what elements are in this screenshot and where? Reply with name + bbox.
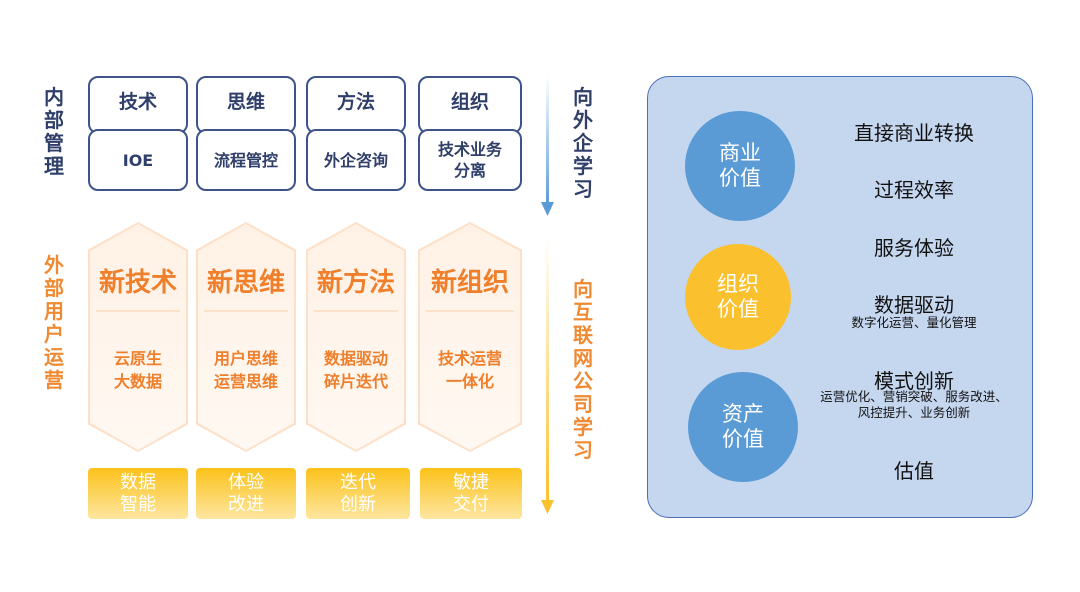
item-data-driven-sub: 数字化运营、量化管理 xyxy=(851,315,977,330)
item-direct-business-conversion: 直接商业转换 xyxy=(854,121,974,145)
circle-line1: 商业 xyxy=(719,141,761,165)
top-box-label: 技术 xyxy=(118,90,157,113)
bottom-box-label: IOE xyxy=(122,150,154,170)
value-panel: 商业价值 组织价值 资产价值 直接商业转换 过程效率 服务体验 数据驱动 数字化… xyxy=(647,76,1033,518)
hex-title: 新方法 xyxy=(316,268,395,298)
circle-organization-value: 组织价值 xyxy=(685,244,791,350)
top-box-tech: 技术 xyxy=(88,76,188,134)
learn-from-foreign-label: 向外企学习 xyxy=(573,85,593,201)
external-user-ops-label: 外部用户运营 xyxy=(44,253,64,392)
tile-line2: 创新 xyxy=(340,493,376,515)
top-box-method: 方法 xyxy=(306,76,406,134)
tile-line1: 数据 xyxy=(120,471,156,493)
learn-from-internet-label: 向互联网公司学习 xyxy=(573,277,593,462)
tile-line2: 交付 xyxy=(453,493,489,515)
tile-iterative-innovation: 迭代创新 xyxy=(306,468,410,519)
hex-sub-line1: 数据驱动 xyxy=(323,349,388,368)
hex-title: 新组织 xyxy=(430,268,509,298)
tile-agile-delivery: 敏捷交付 xyxy=(420,468,522,519)
hex-sub-line2: 大数据 xyxy=(113,372,162,391)
bottom-box-process-control: 流程管控 xyxy=(196,129,296,191)
tile-line2: 改进 xyxy=(228,493,264,515)
bottom-box-label-line2: 分离 xyxy=(453,161,486,180)
hex-sub-line1: 云原生 xyxy=(113,349,162,368)
bottom-box-label-line1: 技术业务 xyxy=(437,140,502,159)
bottom-box-tech-business-separation: 技术业务 分离 xyxy=(418,129,522,191)
top-box-organization: 组织 xyxy=(418,76,522,134)
item-model-innovation-sub1: 运营优化、营销突破、服务改进、 xyxy=(820,389,1008,404)
item-valuation: 估值 xyxy=(894,459,934,483)
arrow-down-blue-icon xyxy=(541,76,554,216)
tile-experience-improvement: 体验改进 xyxy=(196,468,296,519)
bottom-box-label: 流程管控 xyxy=(213,150,278,170)
hex-sub-line1: 技术运营 xyxy=(437,349,502,368)
bottom-box-consulting: 外企咨询 xyxy=(306,129,406,191)
top-box-label: 方法 xyxy=(336,90,375,113)
hex-sub-line2: 一体化 xyxy=(445,372,494,391)
internal-management-label: 内部管理 xyxy=(44,85,64,178)
bottom-box-ioe: IOE xyxy=(88,129,188,191)
tile-line1: 敏捷 xyxy=(453,471,489,493)
circle-line2: 价值 xyxy=(719,166,761,190)
tile-data-intelligence: 数据智能 xyxy=(88,468,188,519)
circle-line2: 价值 xyxy=(722,427,764,451)
tile-line1: 体验 xyxy=(228,471,264,493)
circle-asset-value: 资产价值 xyxy=(688,372,798,482)
hex-title: 新思维 xyxy=(206,268,285,298)
top-box-label: 思维 xyxy=(226,90,265,113)
circle-line1: 资产 xyxy=(722,402,764,426)
hex-sub-line2: 运营思维 xyxy=(213,372,278,391)
top-box-thinking: 思维 xyxy=(196,76,296,134)
circle-business-value: 商业价值 xyxy=(685,111,795,221)
tile-line1: 迭代 xyxy=(340,471,376,493)
hex-title: 新技术 xyxy=(98,268,177,298)
item-service-experience: 服务体验 xyxy=(874,236,954,260)
bottom-box-label: 外企咨询 xyxy=(323,150,388,170)
item-model-innovation-sub2: 风控提升、业务创新 xyxy=(857,405,971,420)
hex-sub-line2: 碎片迭代 xyxy=(323,372,388,391)
top-box-label: 组织 xyxy=(450,90,489,113)
item-process-efficiency: 过程效率 xyxy=(874,178,954,202)
item-model-innovation: 模式创新 xyxy=(874,369,954,393)
hex-sub-line1: 用户思维 xyxy=(213,349,278,368)
item-data-driven: 数据驱动 xyxy=(874,293,954,317)
flow-arrows xyxy=(541,76,554,514)
circle-line2: 价值 xyxy=(717,297,759,321)
arrow-down-yellow-icon xyxy=(541,238,554,514)
circle-line1: 组织 xyxy=(717,272,759,296)
tile-line2: 智能 xyxy=(120,493,156,515)
